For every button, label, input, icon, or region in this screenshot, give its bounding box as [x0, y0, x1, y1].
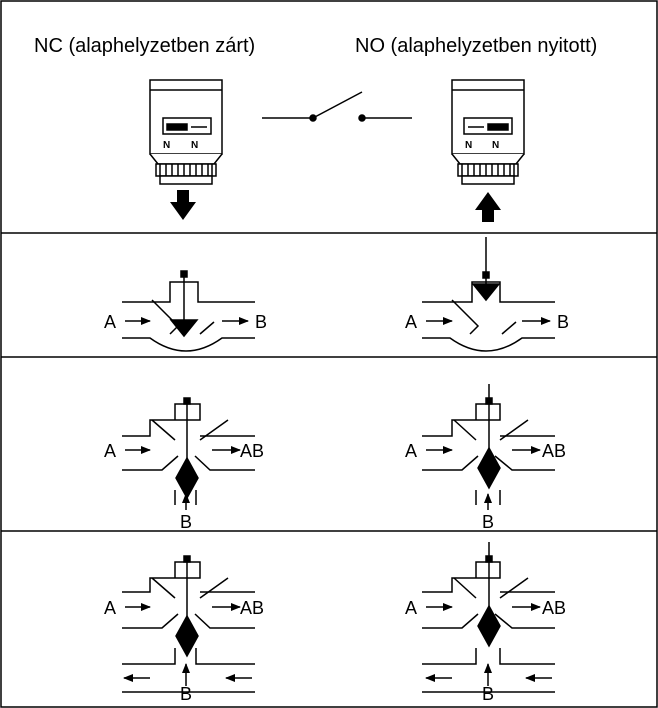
nc-mark-left: N: [163, 140, 170, 151]
no-r1-port-b: B: [557, 312, 569, 332]
nc-r1-port-b: B: [255, 312, 267, 332]
no-r2-port-ab: AB: [542, 441, 566, 461]
nc-down-arrow-icon: [170, 190, 196, 220]
nc-r2-port-b: B: [180, 512, 192, 532]
no-up-arrow-icon: [475, 192, 501, 222]
no-r3-port-ab: AB: [542, 598, 566, 618]
no-r1-port-a: A: [405, 312, 417, 332]
no-mark-left: N: [465, 140, 472, 151]
no-two-way-valve: [422, 237, 555, 352]
nc-r3-port-a: A: [104, 598, 116, 618]
nc-r3-port-b: B: [180, 684, 192, 704]
nc-mark-right: N: [191, 140, 198, 151]
nc-r2-port-ab: AB: [240, 441, 264, 461]
no-three-way-valve-row3: [422, 542, 555, 693]
nc-three-way-valve-row2: [122, 397, 255, 505]
no-r2-port-b: B: [482, 512, 494, 532]
nc-title: NC (alaphelyzetben zárt): [34, 35, 255, 57]
no-actuator: [451, 79, 525, 185]
nc-r1-port-a: A: [104, 312, 116, 332]
nc-three-way-valve-row3: [122, 555, 255, 693]
nc-r3-port-ab: AB: [240, 598, 264, 618]
no-mark-right: N: [492, 140, 499, 151]
no-r3-port-a: A: [405, 598, 417, 618]
nc-r2-port-a: A: [104, 441, 116, 461]
no-r2-port-a: A: [405, 441, 417, 461]
nc-two-way-valve: [122, 270, 255, 352]
switch-symbol: [262, 91, 412, 122]
no-title: NO (alaphelyzetben nyitott): [355, 35, 597, 57]
no-three-way-valve-row2: [422, 384, 555, 505]
no-r3-port-b: B: [482, 684, 494, 704]
nc-actuator: [149, 79, 223, 185]
